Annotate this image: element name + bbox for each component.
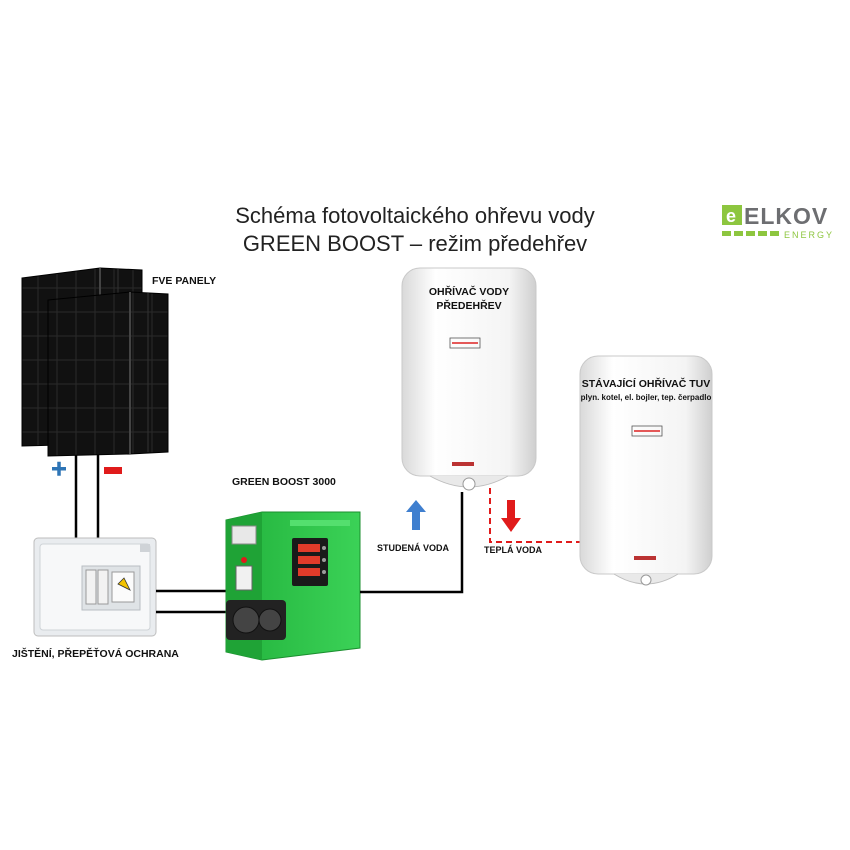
arrow-up-icon <box>406 500 426 530</box>
breaker-box <box>33 537 157 637</box>
heater-preheat <box>401 267 537 491</box>
elkov-logo-mark: e <box>722 205 779 236</box>
diagram-title-line2: GREEN BOOST – režim předehřev <box>242 231 588 256</box>
label-hot-water: TEPLÁ VODA <box>484 545 543 555</box>
solar-panels <box>21 267 169 457</box>
diagram-title-line1: Schéma fotovoltaického ohřevu vody <box>235 203 595 228</box>
solar-panel-front <box>47 291 169 457</box>
plus-sign <box>52 461 66 476</box>
label-device: GREEN BOOST 3000 <box>232 476 336 488</box>
label-heater2-line1: STÁVAJÍCÍ OHŘÍVAČ TUV <box>581 378 711 390</box>
label-panels: FVE PANELY <box>152 275 217 287</box>
label-heater1-line1: OHŘÍVAČ VODY <box>428 286 510 298</box>
heater-existing <box>579 355 713 586</box>
logo-sub: ENERGY <box>784 230 835 240</box>
label-heater1-line2: PŘEDEHŘEV <box>436 300 502 312</box>
svg-text:e: e <box>726 206 736 226</box>
hot-water-pipe <box>489 488 584 543</box>
label-heater2-line2: plyn. kotel, el. bojler, tep. čerpadlo <box>580 393 712 402</box>
elkov-logo: e ELKOV ENERGY <box>722 203 844 247</box>
arrow-down-icon <box>501 500 521 532</box>
minus-sign <box>104 467 122 474</box>
supply-pipe <box>360 492 464 594</box>
logo-brand: ELKOV <box>744 203 829 229</box>
green-boost-device <box>225 511 361 661</box>
label-cold-water: STUDENÁ VODA <box>377 543 450 553</box>
label-breaker: JIŠTĚNÍ, PŘEPĚŤOVÁ OCHRANA <box>12 648 179 660</box>
